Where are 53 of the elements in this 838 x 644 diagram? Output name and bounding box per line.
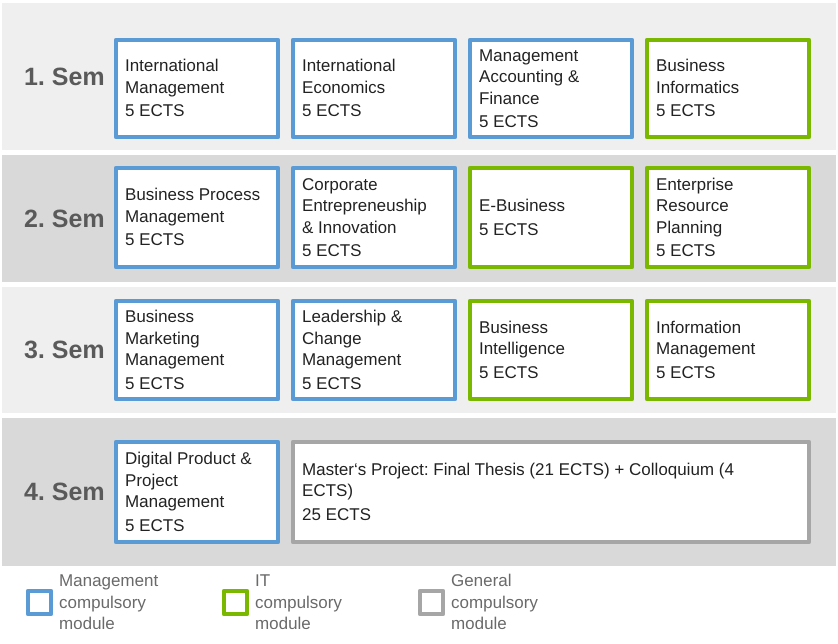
ects-credits: 5 ECTS: [125, 100, 186, 122]
module-box: [468, 38, 634, 139]
module-title: Business Marketing Management: [125, 306, 226, 370]
module-title: Enterprise Resource Planning: [656, 174, 734, 238]
ects-credits: 5 ECTS: [479, 362, 540, 384]
semester-band: [2, 3, 836, 150]
module-box: [468, 166, 634, 269]
semester-label: 3. Sem: [24, 335, 105, 365]
module-box: [114, 440, 280, 544]
module-title: Corporate Entrepreneuship & Innovation: [302, 174, 428, 238]
module-title: E-Business: [479, 195, 566, 216]
module-title: Business Process Management: [125, 184, 262, 228]
ects-credits: 25 ECTS: [302, 504, 372, 526]
semester-band: [2, 155, 836, 282]
module-title: Leadership & Change Management: [302, 306, 404, 370]
module-box: [468, 299, 634, 401]
ects-credits: 5 ECTS: [125, 229, 186, 251]
legend-label: General compulsory module: [451, 570, 539, 634]
module-box: [645, 38, 811, 139]
module-title: Digital Product & Project Management: [125, 448, 253, 512]
ects-credits: 5 ECTS: [656, 362, 717, 384]
ects-credits: 5 ECTS: [125, 372, 186, 394]
module-box: [291, 299, 457, 401]
ects-credits: 5 ECTS: [656, 100, 717, 122]
module-box: [114, 38, 280, 139]
semester-label: 1. Sem: [24, 62, 105, 92]
ects-credits: 5 ECTS: [479, 111, 540, 132]
module-box: [291, 166, 457, 269]
module-title: Master‘s Project: Final Thesis (21 ECTS) + Colloquium (4 ECTS): [302, 458, 735, 502]
ects-credits: 5 ECTS: [302, 100, 363, 122]
ects-credits: 5 ECTS: [302, 240, 363, 262]
semester-label: 4. Sem: [24, 477, 105, 507]
module-box: [114, 166, 280, 269]
ects-credits: 5 ECTS: [656, 240, 717, 262]
module-title: International Economics: [302, 55, 397, 98]
legend-label: IT compulsory module: [255, 570, 343, 634]
module-title: Management Accounting & Finance: [479, 44, 580, 109]
ects-credits: 5 ECTS: [479, 218, 540, 240]
module-title: Information Management: [656, 316, 756, 360]
semester-label: 2. Sem: [24, 204, 105, 234]
module-title: Business Intelligence: [479, 316, 566, 360]
module-box: [114, 299, 280, 401]
module-title: International Management: [125, 55, 226, 98]
module-box: [291, 440, 811, 544]
ects-credits: 5 ECTS: [125, 514, 186, 536]
semester-band: [2, 418, 836, 566]
module-box: [291, 38, 457, 139]
module-title: Business Informatics: [656, 55, 740, 98]
module-box: [645, 299, 811, 401]
ects-credits: 5 ECTS: [302, 372, 363, 394]
module-box: [645, 166, 811, 269]
legend-label: Management compulsory module: [59, 570, 160, 634]
semester-band: [2, 287, 836, 413]
